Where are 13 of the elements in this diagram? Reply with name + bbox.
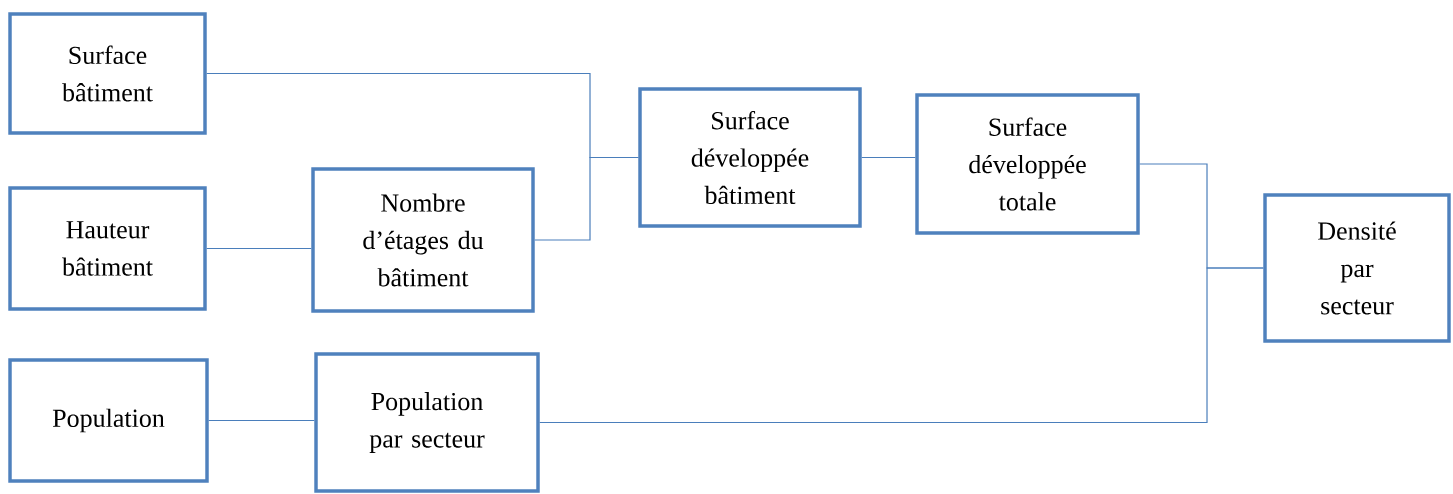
- connector-line: [208, 419, 315, 422]
- process-box: Population: [8, 358, 209, 483]
- process-box: Densité par secteur: [1263, 193, 1451, 343]
- process-box: Population par secteur: [314, 352, 540, 493]
- process-box: Nombre d’étages du bâtiment: [311, 167, 535, 313]
- process-box: Surface bâtiment: [8, 12, 207, 135]
- connector-line: [861, 156, 916, 159]
- process-box: Hauteur bâtiment: [8, 186, 207, 311]
- process-box: Surface développée totale: [915, 93, 1140, 235]
- process-box: Surface développée bâtiment: [638, 87, 862, 228]
- connector-line: [206, 247, 312, 250]
- connector-line: [539, 267, 1264, 424]
- connector-line: [534, 156, 639, 241]
